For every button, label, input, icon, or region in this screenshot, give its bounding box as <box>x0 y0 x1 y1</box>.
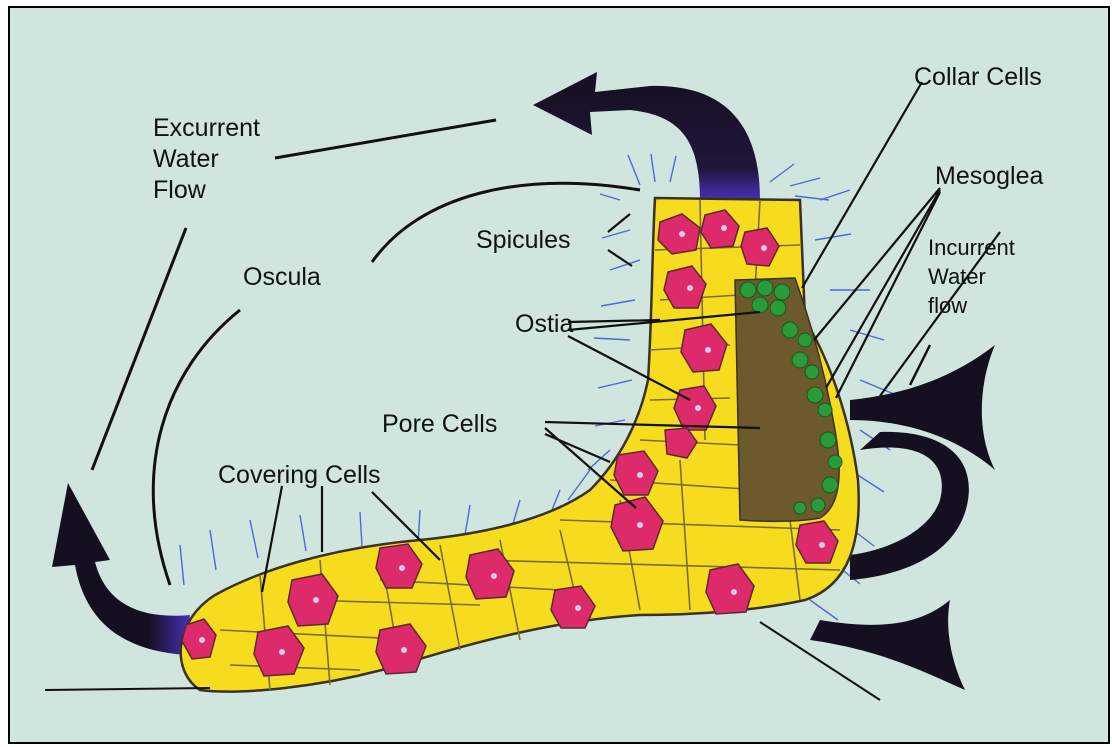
label-collar-cells: Collar Cells <box>914 63 1042 91</box>
label-oscula: Oscula <box>243 263 321 291</box>
label-covering-cells: Covering Cells <box>218 461 381 489</box>
label-ostia: Ostia <box>515 310 573 338</box>
label-incurrent-line-1: Incurrent <box>928 235 1015 260</box>
label-mesoglea: Mesoglea <box>935 162 1043 190</box>
label-excurrent-line-1: Excurrent <box>153 114 260 142</box>
label-excurrent-line-3: Flow <box>153 176 207 204</box>
label-excurrent-line-2: Water <box>153 145 219 173</box>
label-spicules: Spicules <box>476 226 571 254</box>
label-pore-cells: Pore Cells <box>382 410 497 438</box>
label-incurrent-line-2: Water <box>928 264 986 289</box>
label-incurrent-line-3: flow <box>928 293 967 318</box>
